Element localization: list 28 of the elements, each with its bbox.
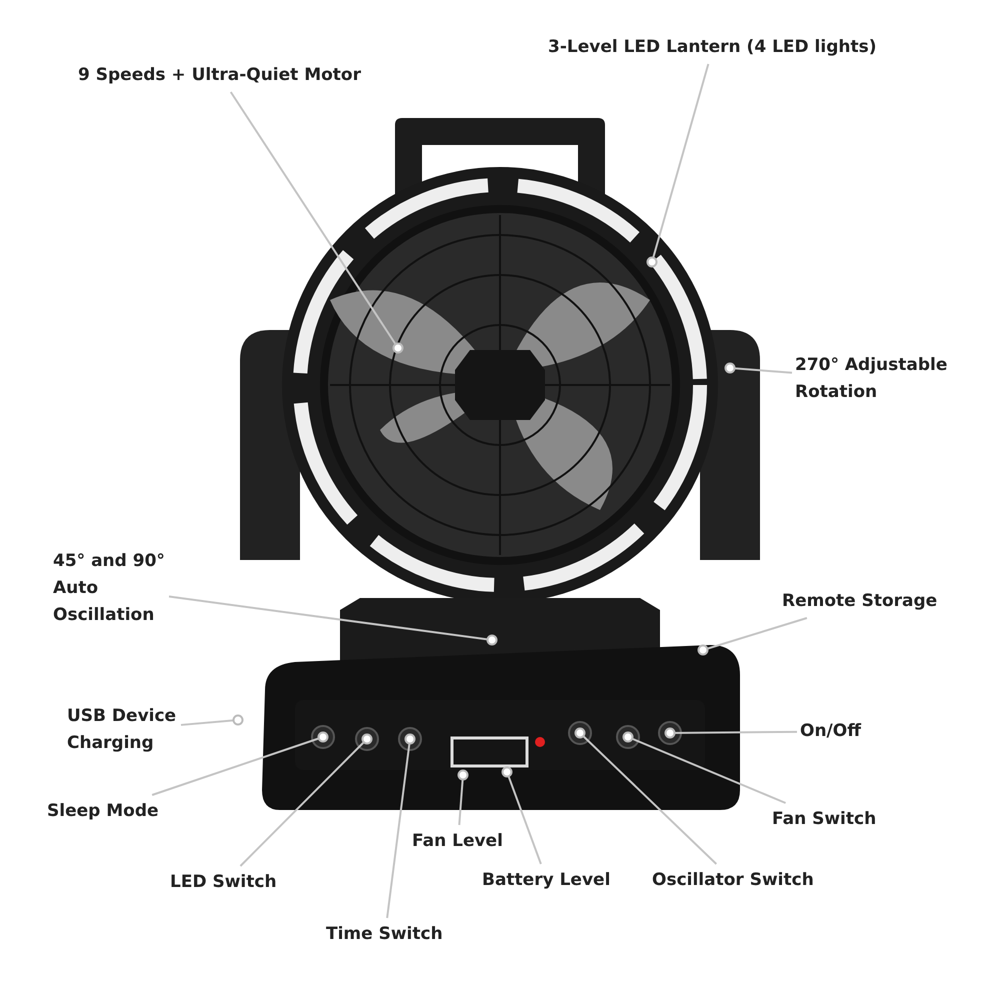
callout-label: Sleep Mode [47, 798, 160, 825]
callout-label: 270° Adjustable Rotation [795, 352, 949, 406]
callout-label: Fan Switch [772, 806, 878, 833]
leader-line [502, 766, 542, 864]
leader-line [240, 734, 372, 867]
callout-label: 3-Level LED Lantern (4 LED lights) [548, 34, 878, 61]
leader-line [646, 64, 710, 268]
callout-label: Remote Storage [782, 588, 939, 615]
callout-label: On/Off [800, 718, 862, 745]
callout-label: 45° and 90° Auto Oscillation [53, 548, 166, 629]
callout-label: USB Device Charging [67, 703, 178, 757]
leader-line [664, 728, 798, 738]
leader-line [386, 734, 416, 918]
callout-label: Battery Level [482, 867, 612, 894]
leader-line [622, 732, 786, 804]
callout-label: 9 Speeds + Ultra-Quiet Motor [78, 62, 362, 89]
callout-label: Fan Level [412, 828, 504, 855]
callout-label: Time Switch [326, 921, 444, 948]
leader-line [574, 728, 718, 865]
callout-label: Oscillator Switch [652, 867, 815, 894]
leader-line [152, 732, 328, 796]
leader-line [724, 362, 792, 374]
leader-line [168, 596, 498, 646]
leader-line [180, 714, 244, 726]
leader-line [458, 770, 468, 826]
callout-label: LED Switch [170, 869, 278, 896]
leader-line [698, 617, 808, 656]
leader-line [230, 91, 404, 354]
